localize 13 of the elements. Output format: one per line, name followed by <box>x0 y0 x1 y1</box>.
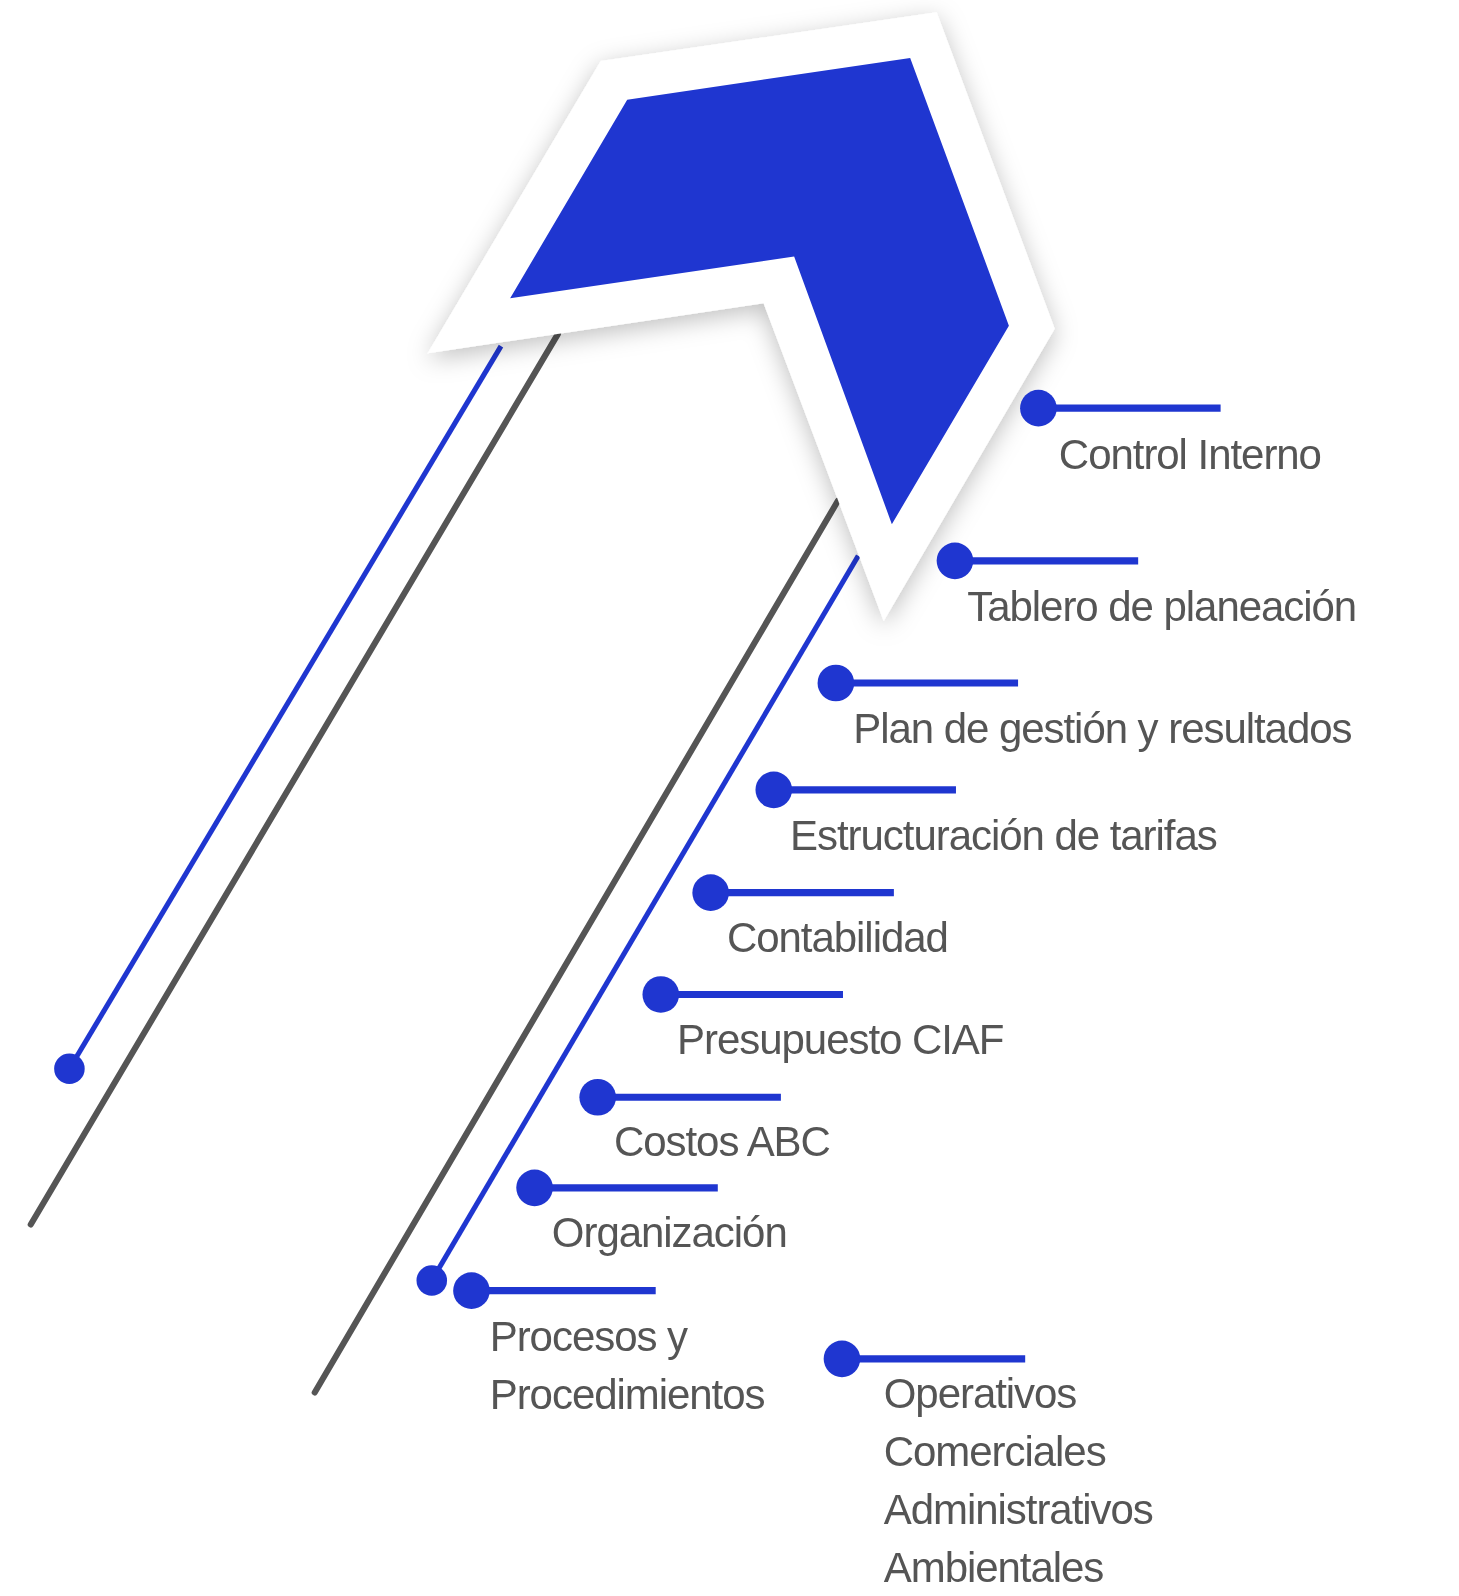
item-label: Operativos <box>883 1369 1078 1420</box>
item-label: Comerciales <box>883 1427 1107 1478</box>
item-label: Costos ABC <box>613 1116 831 1167</box>
item-label: Control Interno <box>1058 429 1322 480</box>
item-label: Ambientales <box>883 1543 1105 1594</box>
item-label: Organización <box>551 1208 788 1259</box>
item-label: Procesos y Procedimientos <box>489 1312 766 1421</box>
item-label: Tablero de planeación <box>967 582 1358 633</box>
item-label: Contabilidad <box>726 913 949 964</box>
item-label: Presupuesto CIAF <box>677 1015 1005 1065</box>
item-label: Plan de gestión y resultados <box>853 704 1353 755</box>
item-label: Estructuración de tarifas <box>790 811 1218 862</box>
item-label: Administrativos <box>883 1485 1154 1536</box>
